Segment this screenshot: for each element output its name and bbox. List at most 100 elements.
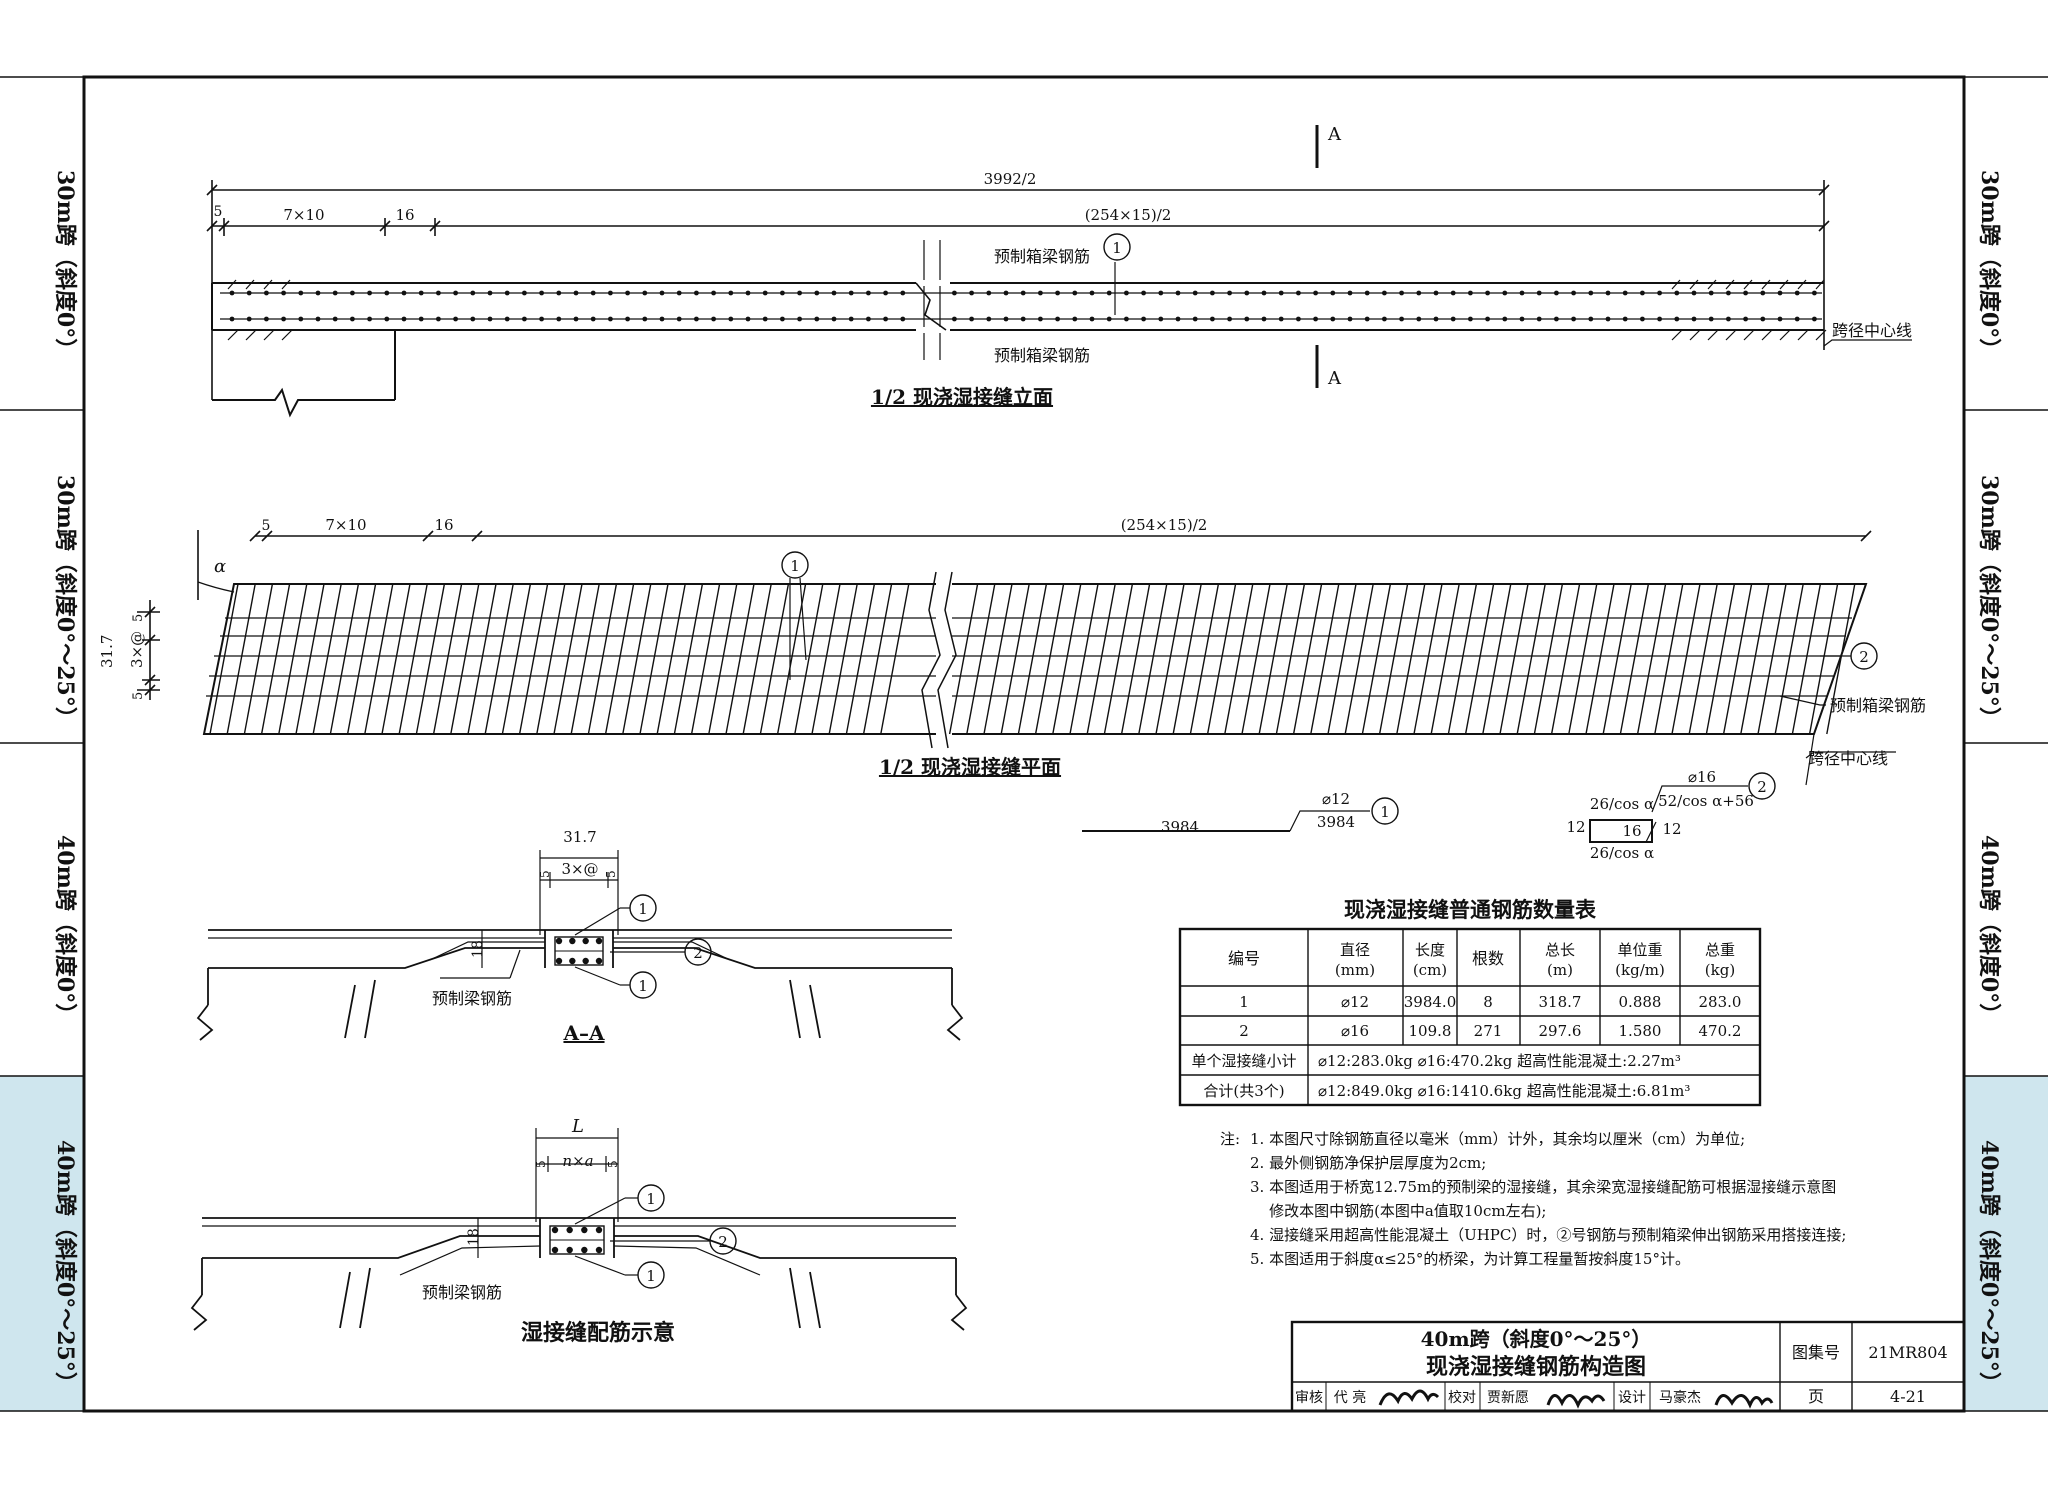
rebar-dot [952, 316, 957, 322]
rebar-dot [1536, 290, 1542, 296]
rebar-dot [1210, 316, 1215, 322]
rebar-dot [367, 316, 372, 322]
transverse-bar [828, 583, 858, 735]
design-label: 设计 [1618, 1390, 1646, 1406]
rebar-dot [573, 290, 579, 296]
plan-dim-d: (254×15)/2 [1121, 516, 1208, 534]
rebar-dot [246, 316, 252, 322]
rebar-dot [1674, 316, 1680, 322]
rebar-dot [728, 290, 734, 296]
elev-dim-b: 7×10 [283, 206, 324, 224]
rebar-dot [1571, 316, 1576, 322]
elev-dim-d: (254×15)/2 [1085, 206, 1172, 224]
title-line-2: 现浇湿接缝钢筋构造图 [1426, 1354, 1646, 1380]
transverse-bar [639, 583, 669, 735]
table-cell: 8 [1483, 993, 1493, 1011]
rebar-dot [848, 290, 854, 296]
rebar-dot [453, 290, 458, 296]
sch-dim-total: L [571, 1116, 584, 1137]
rebar-dot [1468, 316, 1473, 322]
hatch-line [227, 279, 237, 290]
rebar-dot [1382, 290, 1387, 296]
bar2-right: 12 [1662, 820, 1681, 838]
transverse-bar [1740, 583, 1770, 735]
section-aa-rebar-dots [555, 937, 603, 965]
note-4: 4. 湿接缝采用超高性能混凝土（UHPC）时，②号钢筋与预制箱梁伸出钢筋采用搭接… [1250, 1226, 1846, 1244]
rebar-dot [1158, 290, 1164, 296]
rebar-dot [504, 290, 510, 296]
table-cell: 109.8 [1409, 1022, 1452, 1040]
transverse-bar [450, 583, 480, 735]
note-2: 2. 最外侧钢筋净保护层厚度为2cm; [1250, 1154, 1486, 1172]
hatch-line [1671, 329, 1683, 341]
plan-dim-a: 5 [262, 518, 271, 534]
rebar-dot [332, 290, 338, 296]
transverse-bar [1120, 583, 1151, 735]
rebar-dot [581, 1226, 588, 1234]
rebar-dot [1708, 290, 1714, 296]
rebar-dot [555, 937, 563, 945]
hatch-line [227, 329, 239, 341]
rebar-dot [1502, 290, 1508, 296]
rebar-dot [1657, 316, 1662, 322]
rebar-dot [1244, 316, 1250, 322]
hatch-line [263, 279, 273, 290]
elev-callout-1: 1 [1112, 239, 1122, 257]
transverse-bar [415, 583, 446, 735]
rebar-dot [1089, 290, 1095, 296]
transverse-bar [1310, 583, 1340, 735]
rebar-dot [1588, 316, 1594, 322]
hatch-line [1725, 329, 1737, 341]
rebar-dot [590, 290, 596, 296]
elevation-rebar-dots [229, 290, 1817, 322]
transverse-bar [381, 583, 411, 735]
rebar-dot [1192, 290, 1198, 296]
note-5: 5. 本图适用于斜度α≤25°的桥梁，为计算工程量暂按斜度15°计。 [1250, 1250, 1690, 1268]
transverse-bar [1602, 583, 1632, 735]
table-cell: 1.580 [1619, 1022, 1662, 1040]
table-cell: 470.2 [1699, 1022, 1742, 1040]
rebar-dot [1502, 316, 1508, 322]
rebar-dot [1330, 316, 1336, 322]
rebar-dot [1296, 316, 1301, 322]
elevation-view [206, 125, 1912, 418]
table-header-4: 总长(m) [1545, 941, 1575, 979]
transverse-bar [1017, 583, 1048, 735]
header-5-line-2: (kg/m) [1615, 961, 1665, 979]
rebar-dot [797, 316, 802, 322]
title-line-1: 40m跨（斜度0°～25°） [1421, 1327, 1652, 1351]
rebar-dot [711, 290, 716, 296]
transverse-bar [1516, 583, 1546, 735]
transverse-bar [1189, 583, 1220, 735]
section-mark-bottom: A [1327, 368, 1342, 389]
rebar-dot [1622, 316, 1628, 322]
header-5-line-1: 单位重 [1617, 941, 1662, 959]
table-total-label: 合计(共3个) [1203, 1082, 1284, 1100]
table-cell: ⌀12 [1341, 993, 1369, 1011]
rebar-dot [1227, 290, 1232, 296]
rebar-dot [969, 316, 974, 322]
transverse-bar [1206, 583, 1237, 735]
rebar-dot [401, 316, 407, 322]
hatch-line [1707, 279, 1717, 290]
rebar-dot [1708, 316, 1714, 322]
rebar-dot [1485, 290, 1490, 296]
rebar-dot [1812, 316, 1817, 322]
rebar-dot [1571, 290, 1576, 296]
rebar-dot [350, 316, 355, 322]
bar-shapes-text: 3984 ⌀12 3984 1 ⌀16 26/cos α 52/cos α+56… [1161, 768, 1767, 862]
rebar-dot [298, 290, 304, 296]
transverse-bar [811, 583, 841, 735]
rebar-dot [1640, 290, 1645, 296]
plan-v-end1: 5 [131, 614, 146, 622]
rebar-dot [1726, 290, 1731, 296]
sch-callout-3: 1 [646, 1267, 656, 1285]
rebar-dot [350, 290, 355, 296]
rebar-dot [1313, 290, 1318, 296]
rebar-dot [642, 316, 648, 322]
table-cell: ⌀16 [1341, 1022, 1369, 1040]
rebar-dot [551, 1246, 559, 1254]
sch-label: 预制梁钢筋 [422, 1283, 502, 1302]
table-cell: 3984.0 [1404, 993, 1457, 1011]
